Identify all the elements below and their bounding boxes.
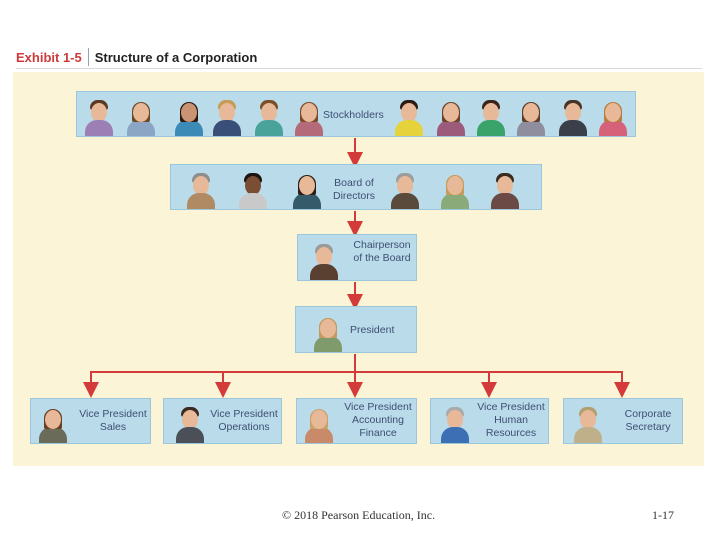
exhibit-title: Structure of a Corporation <box>94 49 258 65</box>
vp-operations-box: Vice President Operations <box>163 398 282 444</box>
board-of-directors-box: Board of Directors <box>170 164 542 210</box>
vp-human-resources-box: Vice President Human Resources <box>430 398 549 444</box>
corporate-secretary-label: Corporate Secretary <box>624 408 672 433</box>
person-icon <box>515 96 547 136</box>
person-icon <box>211 96 243 136</box>
person-icon <box>293 96 325 136</box>
board-label: Board of Directors <box>332 177 375 202</box>
vp-sales-box: Vice President Sales <box>30 398 151 444</box>
person-icon <box>312 312 344 352</box>
person-icon <box>237 169 269 209</box>
footer-page-number: 1-17 <box>652 508 674 522</box>
person-icon <box>291 169 323 209</box>
person-icon <box>475 96 507 136</box>
stockholders-label: Stockholders <box>323 109 384 121</box>
stockholders-box: Stockholders <box>76 91 636 137</box>
chairperson-box: Chairperson of the Board <box>297 234 417 281</box>
vp-operations-label: Vice President Operations <box>210 408 278 433</box>
president-box: President <box>295 306 417 353</box>
corporate-secretary-box: Corporate Secretary <box>563 398 683 444</box>
person-icon <box>439 169 471 209</box>
footer-copyright: © 2018 Pearson Education, Inc. <box>282 508 436 522</box>
exhibit-divider <box>87 48 89 66</box>
person-icon <box>83 96 115 136</box>
president-label: President <box>350 324 395 336</box>
person-icon <box>597 96 629 136</box>
person-icon <box>174 403 206 443</box>
person-icon <box>125 96 157 136</box>
person-icon <box>389 169 421 209</box>
person-icon <box>489 169 521 209</box>
person-icon <box>435 96 467 136</box>
header-rule <box>16 68 702 69</box>
person-icon <box>557 96 589 136</box>
chairperson-label: Chairperson of the Board <box>353 239 411 264</box>
person-icon <box>173 96 205 136</box>
person-icon <box>393 96 425 136</box>
person-icon <box>308 240 340 280</box>
vp-accounting-finance-label: Vice President Accounting Finance <box>344 401 412 439</box>
person-icon <box>185 169 217 209</box>
exhibit-header: Exhibit 1-5 Structure of a Corporation <box>16 46 257 68</box>
person-icon <box>37 403 69 443</box>
person-icon <box>253 96 285 136</box>
person-icon <box>303 403 335 443</box>
vp-sales-label: Vice President Sales <box>79 408 147 433</box>
vp-human-resources-label: Vice President Human Resources <box>477 401 545 439</box>
vp-accounting-finance-box: Vice President Accounting Finance <box>296 398 417 444</box>
person-icon <box>439 403 471 443</box>
exhibit-number: Exhibit 1-5 <box>16 49 82 65</box>
person-icon <box>572 403 604 443</box>
